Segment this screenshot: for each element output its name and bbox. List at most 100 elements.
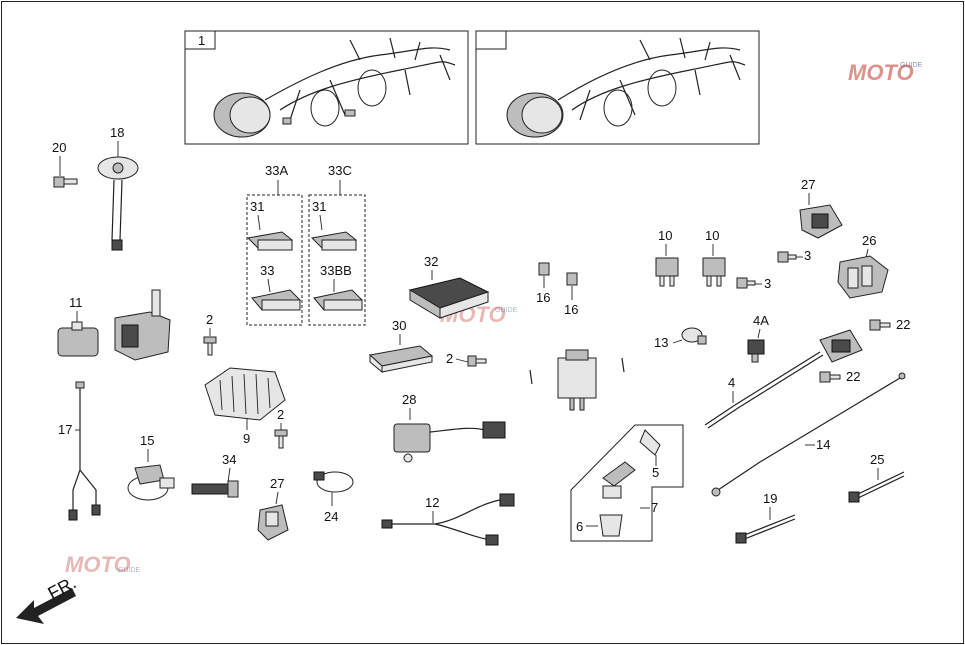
fuse-box-foot [579,397,585,411]
callout-31: 31 [312,199,326,214]
harness-branches [289,37,451,121]
headlight-lens [521,96,563,134]
harness-trunk [571,61,746,111]
part-3-screw: 3 [736,276,771,291]
tie-strap [741,518,796,541]
wire-harness [72,388,97,510]
callout-31: 31 [250,199,264,214]
screw-head [736,277,748,289]
part-26-fuse-holder: 26 [837,233,889,299]
bolt-shank [63,178,78,185]
part-14-cable: 14 [711,372,906,497]
part-2-screw: 2 [446,351,487,367]
callout-10: 10 [705,228,719,243]
part-18-horn: 18 [97,125,139,251]
clip-slot [265,511,279,527]
part-32-ecu: 32 [408,254,490,319]
callout-4a: 4A [753,313,769,328]
callout-33: 33 [260,263,274,278]
part-17-wire: 17 [58,381,101,521]
horn-wire [111,179,123,241]
ring [603,89,633,127]
harness-trunk [264,47,451,101]
watermark-text: MOTO [65,552,131,577]
ecu-front [439,291,489,319]
actuator-stem [151,289,161,317]
callout-2: 2 [277,407,284,422]
sensor-wire [429,427,486,433]
ring [357,69,387,107]
connector-31-face [321,239,357,251]
socket-base [602,485,622,499]
relay-pin [716,275,722,287]
connector-31-face [257,239,293,251]
panel-frame [475,30,760,145]
starter-cap [831,339,851,353]
bolt-head [53,176,65,188]
ecu-33-face [261,299,301,311]
leader [672,339,683,344]
part-2-screw: 2 [203,312,217,356]
tie-loop [316,471,354,493]
callout-box [184,30,216,50]
part-2-screw: 2 [274,407,288,449]
callout-22: 22 [896,317,910,332]
part-22-bolt: 22 [869,317,910,332]
screw-head [274,429,288,437]
part-10-relay: 10 [655,228,679,287]
relay-body [57,327,99,357]
callout-33c: 33C [328,163,352,178]
cable-terminal [898,372,906,380]
switch-body [747,339,765,355]
group-frame [570,424,684,542]
screw-head [777,251,789,263]
cable [707,354,824,429]
callout-33bb: 33BB [320,263,352,278]
bolt-shank [879,322,891,328]
bolt-head [819,371,831,383]
cable-terminal [711,487,721,497]
part-12-wire: 12 [381,493,515,546]
wire-harness [392,499,501,541]
screw-shank [207,342,213,356]
actuator-connector [121,324,139,348]
callout-7: 7 [651,500,658,515]
tie-head [313,471,325,481]
callout-30: 30 [392,318,406,333]
leader [267,278,271,293]
part-19-tie: 19 [735,491,796,544]
socket-body [602,461,636,487]
ecu-33bb-face [323,299,363,311]
callout-16: 16 [536,290,550,305]
callout-15: 15 [140,433,154,448]
callout-12: 12 [425,495,439,510]
callout-27: 27 [270,476,284,491]
callout-13: 13 [654,335,668,350]
fuse-body [538,262,550,276]
fuse-box-lid [565,349,589,361]
callout-33a: 33A [265,163,288,178]
watermark-logo: MOTO GUIDE [65,552,141,577]
callout-34: 34 [222,452,236,467]
callout-11: 11 [69,295,83,310]
tie-head [735,532,747,544]
cable [717,377,901,491]
part-16-fuse: 16 [536,262,550,305]
cover-6 [599,514,623,537]
leader [275,491,279,505]
watermark-subtext: GUIDE [495,307,518,314]
bulb-base [697,335,707,345]
part-4-cable: 4 [704,351,824,429]
part-34-bolt: 34 [191,452,239,498]
callout-19: 19 [763,491,777,506]
starter-relay [819,329,863,363]
holder-slot [847,267,859,289]
bulb-socket [639,429,661,456]
kit-33c-frame [308,194,366,326]
harness-panel-1: 1 [184,30,469,145]
tie-head [848,491,860,503]
callout-25: 25 [870,452,884,467]
ring [310,89,340,127]
